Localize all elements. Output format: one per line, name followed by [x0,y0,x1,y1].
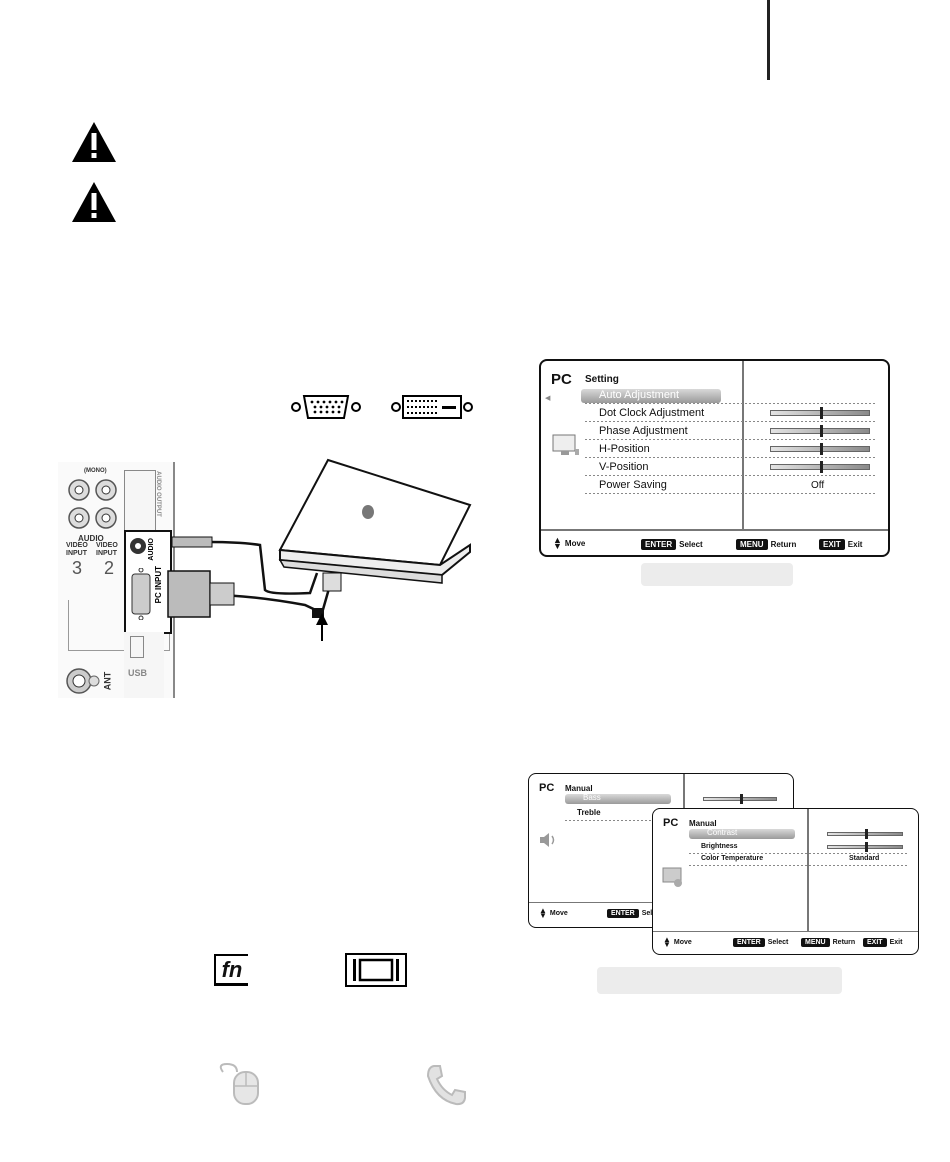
mouse-icon [219,1062,259,1105]
osd-item-phase[interactable]: Phase Adjustment [599,425,688,437]
dvi-connector-icon [391,395,473,419]
osd-menu-title: Setting [585,374,619,385]
warning-icon [72,122,116,162]
usb-area: USB [124,632,164,698]
audio-jack-label: AUDIO [148,538,155,561]
updown-arrow-icon: ▲▼ [539,906,547,920]
fn-key-icon: fn [214,954,248,986]
slider-knob[interactable] [820,461,823,473]
ant-label: ANT [102,671,113,691]
picture-icon [662,867,682,887]
contrast-slider[interactable] [827,829,903,839]
osd-item-dot-clock[interactable]: Dot Clock Adjustment [599,407,705,419]
audio-output-area: AUDIO OUTPUT [124,470,161,532]
warning-icon [72,182,116,222]
updown-arrow-icon: ▲▼ [553,535,562,551]
slider-knob[interactable] [820,443,823,455]
osd-setting-screen: PC Setting ◀ Auto Adjustment Dot Clock A… [539,359,890,557]
osd-item-brightness[interactable]: Brightness [701,843,738,850]
osd-selected-item[interactable]: Contrast [689,828,795,839]
speaker-icon [540,833,555,847]
power-saving-value: Off [811,480,825,491]
osd-item-v-position[interactable]: V-Position [599,461,649,473]
usb-label: USB [128,668,148,678]
antenna-jack-icon [66,668,100,694]
pc-monitor-icon [552,434,579,455]
footer-move: ▲▼Move [663,935,692,949]
osd-source-label: PC [551,371,572,388]
laptop-connection-diagram [167,458,472,641]
slider-knob[interactable] [820,407,823,419]
dot-clock-slider[interactable] [770,407,870,419]
fn-key-label: fn [221,956,243,982]
slider-knob[interactable] [740,794,743,804]
vga-port-icon [131,568,151,620]
video-input-3-label: VIDEO INPUT [66,542,88,557]
osd-menu-title: Manual [689,819,717,828]
caption-bar [641,563,793,586]
slider-knob[interactable] [865,842,868,852]
display-toggle-key-icon [345,953,407,987]
osd-item-power-saving[interactable]: Power Saving [599,479,667,491]
h-position-slider[interactable] [770,443,870,455]
osd-selected-item[interactable]: Auto Adjustment [581,389,721,403]
vga-connector-icon [291,395,361,419]
laptop-icon [278,458,472,584]
slider-knob[interactable] [820,425,823,437]
caption-bar [597,967,842,994]
footer-move: ▲▼Move [553,535,586,551]
slider-knob[interactable] [865,829,868,839]
mono-label: (MONO) [84,468,107,474]
video-input-2-label: VIDEO INPUT [96,542,118,557]
input-2-number: 2 [104,558,115,578]
brightness-slider[interactable] [827,842,903,852]
osd-selected-item[interactable]: Bass [565,793,671,804]
osd-source-label: PC [539,782,555,794]
osd-item-treble[interactable]: Treble [577,808,601,817]
audio-jack-icon [130,538,146,554]
osd-source-label: PC [663,817,679,829]
color-temperature-value: Standard [849,855,880,862]
page-rule [767,0,770,80]
bass-slider[interactable] [703,794,777,804]
rca-jacks-icon [68,479,117,529]
osd-item-color-temperature[interactable]: Color Temperature [701,855,764,862]
usb-port [130,636,144,658]
phone-icon [426,1065,466,1106]
osd-item-h-position[interactable]: H-Position [599,443,650,455]
audio-label: AUDIO [78,534,104,543]
footer-move: ▲▼Move [539,906,568,920]
osd-menu-title: Manual [565,784,593,793]
phase-slider[interactable] [770,425,870,437]
left-arrow-icon: ◀ [545,395,551,402]
updown-arrow-icon: ▲▼ [663,935,671,949]
input-3-number: 3 [72,558,83,578]
osd-picture-screen: PC Manual Contrast Brightness Color Temp… [652,808,919,955]
v-position-slider[interactable] [770,461,870,473]
